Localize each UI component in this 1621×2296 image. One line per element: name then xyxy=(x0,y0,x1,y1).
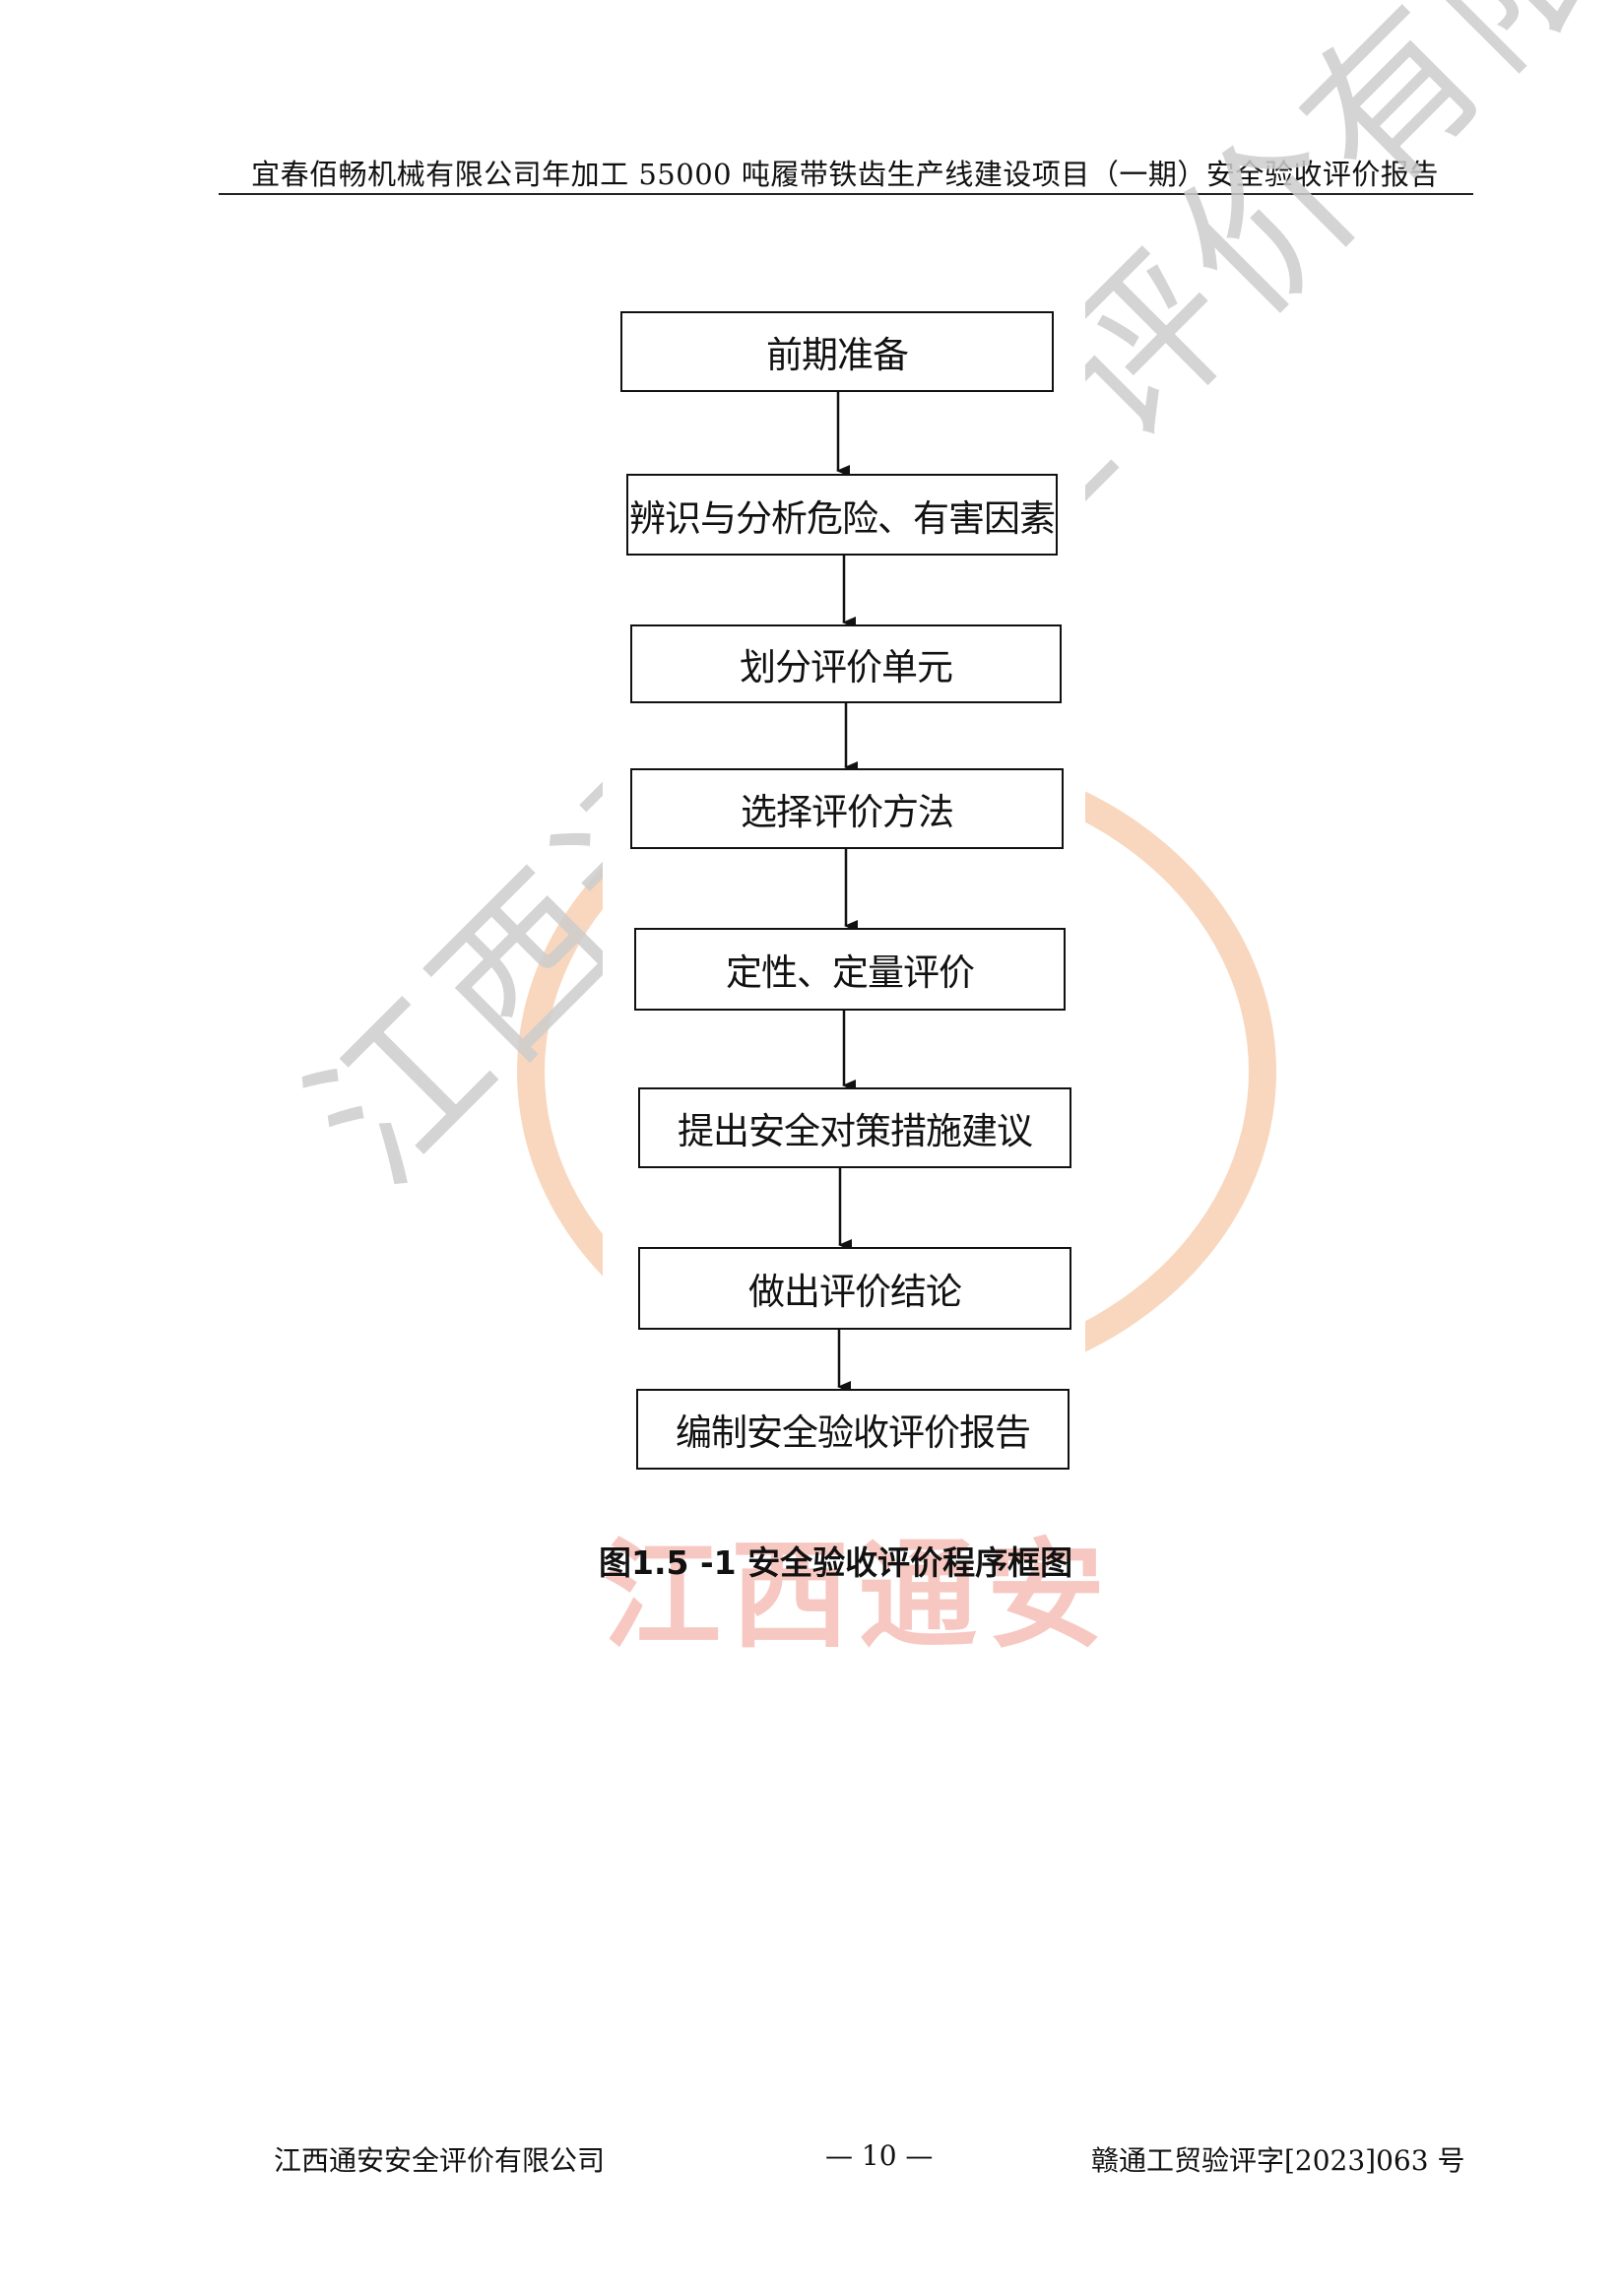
step-box-evaluation-method: 选择评价方法 xyxy=(630,768,1064,849)
step-box-hazard-identification: 辨识与分析危险、有害因素 xyxy=(626,474,1058,556)
step-box-safety-measures: 提出安全对策措施建议 xyxy=(638,1087,1071,1168)
page-header: 宜春佰畅机械有限公司年加工 55000 吨履带铁齿生产线建设项目（一期）安全验收… xyxy=(251,158,1439,191)
watermark-seal-text: 江西通安 xyxy=(603,1528,1115,1665)
step-box-evaluation-units: 划分评价单元 xyxy=(630,624,1062,703)
step-box-prep: 前期准备 xyxy=(620,311,1054,392)
step-box-conclusion: 做出评价结论 xyxy=(638,1247,1071,1330)
figure-caption: 图1.5 -1 安全验收评价程序框图 xyxy=(599,1543,1073,1582)
footer-page-number: — 10 — xyxy=(825,2139,934,2172)
footer-company: 江西通安安全评价有限公司 xyxy=(274,2144,606,2177)
step-box-compile-report: 编制安全验收评价报告 xyxy=(636,1389,1070,1470)
footer-doc-number: 赣通工贸验评字[2023]063 号 xyxy=(1091,2144,1465,2177)
step-box-qualitative-quantitative: 定性、定量评价 xyxy=(634,928,1066,1011)
header-rule xyxy=(219,193,1473,195)
